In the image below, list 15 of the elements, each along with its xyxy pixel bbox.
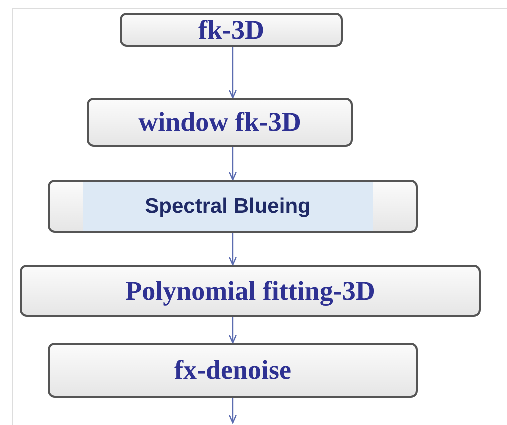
arrow <box>229 317 237 344</box>
arrow <box>229 398 237 424</box>
arrow <box>229 147 237 181</box>
arrow <box>229 47 237 99</box>
box-label: window fk-3D <box>138 107 302 138</box>
box-label: fk-3D <box>198 14 264 46</box>
process-box <box>20 265 481 317</box>
process-box <box>48 180 418 233</box>
box-label: Spectral Blueing <box>145 194 311 218</box>
process-box <box>48 343 418 398</box>
process-box <box>87 98 353 147</box>
box-label: Polynomial fitting-3D <box>126 276 376 306</box>
process-box <box>120 13 343 47</box>
box-label: fx-denoise <box>174 355 292 386</box>
arrow <box>229 233 237 266</box>
